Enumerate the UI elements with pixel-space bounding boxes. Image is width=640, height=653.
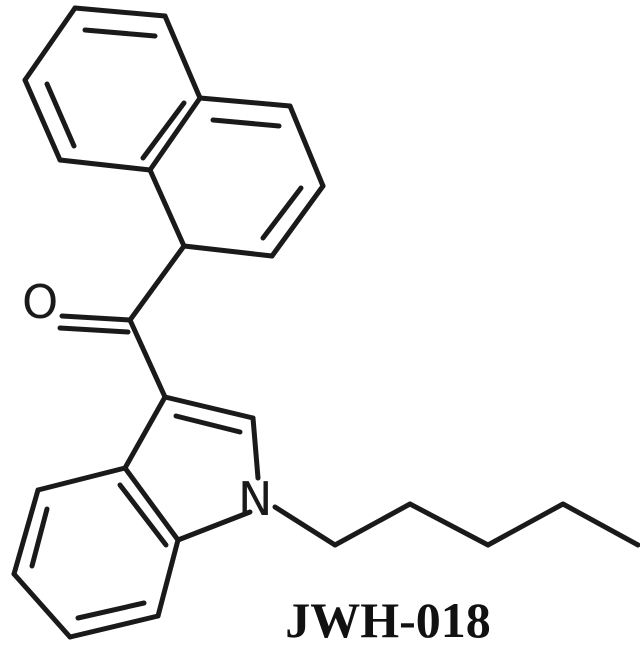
bond-naph-inner-4 <box>210 117 282 129</box>
bond-pyrrole-5 <box>122 394 168 471</box>
bond-naph-10 <box>181 243 275 259</box>
bond-benz-3 <box>11 571 73 640</box>
compound-name-label: JWH-018 <box>285 592 491 648</box>
bond-naph-inner-5 <box>260 185 304 241</box>
bond-benz-1 <box>35 465 128 493</box>
indole-pyrrole-ring: N <box>122 394 272 543</box>
bond-naph-inner-2 <box>44 81 77 149</box>
bond-benz-inner-2 <box>29 506 50 569</box>
nitrogen-atom-label: N <box>238 472 272 526</box>
pentyl-chain <box>272 501 640 548</box>
bond-pyrrole-1 <box>162 394 256 421</box>
bond-naph-2 <box>162 13 203 101</box>
bond-benz-4 <box>67 613 161 640</box>
bond-naph-inner-1 <box>82 27 158 39</box>
bond-pyrrole-3 <box>175 509 253 543</box>
bond-naph-5 <box>22 77 63 163</box>
naphthalene-left-ring <box>22 5 203 173</box>
bond-naph-3 <box>147 95 203 173</box>
bond-chain-4 <box>485 501 566 548</box>
bond-carbonyl-to-indole <box>127 317 168 400</box>
bond-naph-to-carbonyl <box>127 243 187 323</box>
bond-chain-5 <box>560 501 640 548</box>
bond-pyrrole-inner <box>173 413 243 435</box>
bond-naph-4 <box>57 157 153 173</box>
bond-naph-6 <box>22 5 78 83</box>
bond-pyrrole-4 <box>122 465 181 543</box>
bond-benz-2 <box>11 487 41 577</box>
bond-naph-7 <box>197 95 293 109</box>
indole-benzene-ring <box>11 465 181 640</box>
bond-benz-inner-3 <box>75 600 147 621</box>
bond-pyrrole-2 <box>250 415 261 481</box>
carbonyl-group: O <box>22 243 187 400</box>
naphthalene-right-ring <box>147 95 326 259</box>
bond-carbonyl-double-a <box>59 313 133 323</box>
bond-naph-1 <box>72 5 168 19</box>
oxygen-atom-label: O <box>22 275 58 329</box>
bond-chain-1 <box>272 504 338 548</box>
bond-naph-9 <box>269 183 326 259</box>
bond-benz-5 <box>155 537 181 619</box>
bond-benz-inner-1 <box>117 482 169 548</box>
bond-naph-8 <box>287 103 326 189</box>
bond-carbonyl-double-b <box>57 325 131 335</box>
bond-naph-inner-3 <box>140 100 187 161</box>
bond-naph-11 <box>147 167 187 249</box>
bond-chain-3 <box>407 501 491 548</box>
bond-chain-2 <box>332 501 413 548</box>
